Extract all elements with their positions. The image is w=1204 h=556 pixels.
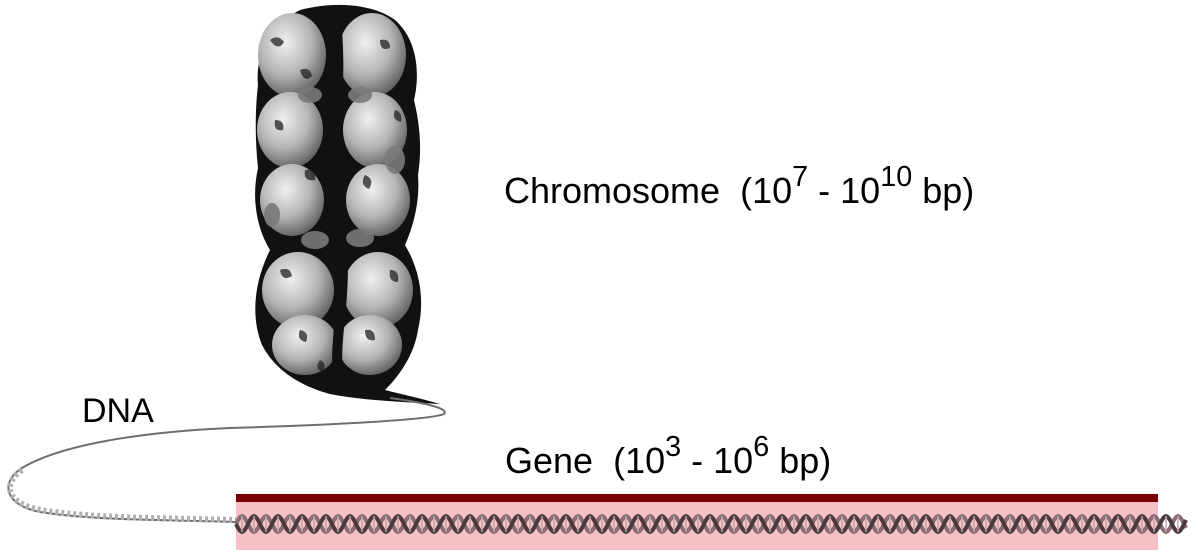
gene-bar (236, 494, 1158, 502)
gene-name: Gene (505, 440, 594, 481)
chromosome-label: Chromosome (107 - 1010 bp) (504, 162, 975, 212)
chromosome-name: Chromosome (504, 170, 721, 211)
helix-strand-front (234, 513, 1188, 535)
chromosome-icon (255, 4, 440, 404)
chromosome-range-exp-max: 10 (880, 160, 913, 193)
gene-range-exp-min: 3 (665, 430, 682, 463)
gene-range-close: bp) (769, 440, 832, 481)
dna-helix-icon (234, 513, 1188, 535)
chromosome-range-mid: - 10 (808, 170, 881, 211)
chromosome-range-close: bp) (912, 170, 975, 211)
dna-strand-inner (7, 467, 237, 523)
gene-range-mid: - 10 (681, 440, 754, 481)
gene-range-exp-max: 6 (753, 430, 770, 463)
gene-range-open: (10 (613, 440, 666, 481)
chromosome-range-exp-min: 7 (792, 160, 809, 193)
gene-label: Gene (103 - 106 bp) (505, 432, 832, 482)
chromosome-range-open: (10 (740, 170, 793, 211)
dna-label: DNA (82, 392, 154, 430)
